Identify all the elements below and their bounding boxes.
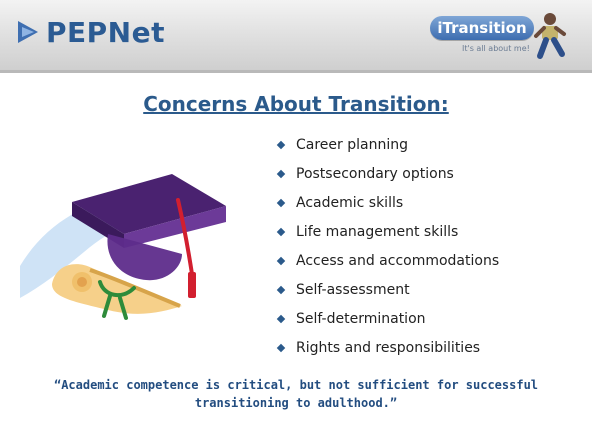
header-divider [0,70,592,73]
concern-item-label: Career planning [296,137,408,153]
graduation-cap-and-diploma [20,174,226,320]
graduation-cap-icon [72,174,226,298]
concern-item: Academic skills [276,190,576,216]
concern-item-label: Self-determination [296,311,426,327]
pepnet-logo-text: PEPNet [46,15,165,49]
itransition-subtitle: It's all about me! [462,44,530,53]
diamond-bullet-icon [276,285,286,295]
diamond-bullet-icon [276,314,286,324]
diamond-bullet-icon [276,169,286,179]
concern-item-label: Self-assessment [296,282,410,298]
concern-item: Self-determination [276,306,576,332]
concern-item: Self-assessment [276,277,576,303]
pepnet-logo: PEPNet [12,12,165,52]
itransition-title-text: iTransition [437,19,527,37]
bottom-quote: “Academic competence is critical, but no… [53,378,539,410]
itransition-logo: iTransition It's all about me! [420,6,580,66]
concerns-list: Career planning Postsecondary options Ac… [276,132,576,364]
concern-item-label: Life management skills [296,224,459,240]
diamond-bullet-icon [276,256,286,266]
concern-item-label: Postsecondary options [296,166,454,182]
diamond-bullet-icon [276,343,286,353]
diamond-bullet-icon [276,140,286,150]
concern-item: Access and accommodations [276,248,576,274]
itransition-title: iTransition [430,16,534,40]
slide-title: Concerns About Transition: [143,92,449,116]
concern-item: Life management skills [276,219,576,245]
diamond-bullet-icon [276,198,286,208]
header-bar: PEPNet iTransition It's all about me! [0,0,592,70]
diamond-bullet-icon [276,227,286,237]
concern-item: Career planning [276,132,576,158]
concern-item-label: Access and accommodations [296,253,500,269]
diploma-icon [52,264,182,320]
concern-item-label: Rights and responsibilities [296,340,481,356]
concern-item: Rights and responsibilities [276,335,576,361]
pepnet-mark-icon [18,21,38,43]
concern-item-label: Academic skills [296,195,404,211]
walking-person-icon [534,13,566,59]
concern-item: Postsecondary options [276,161,576,187]
